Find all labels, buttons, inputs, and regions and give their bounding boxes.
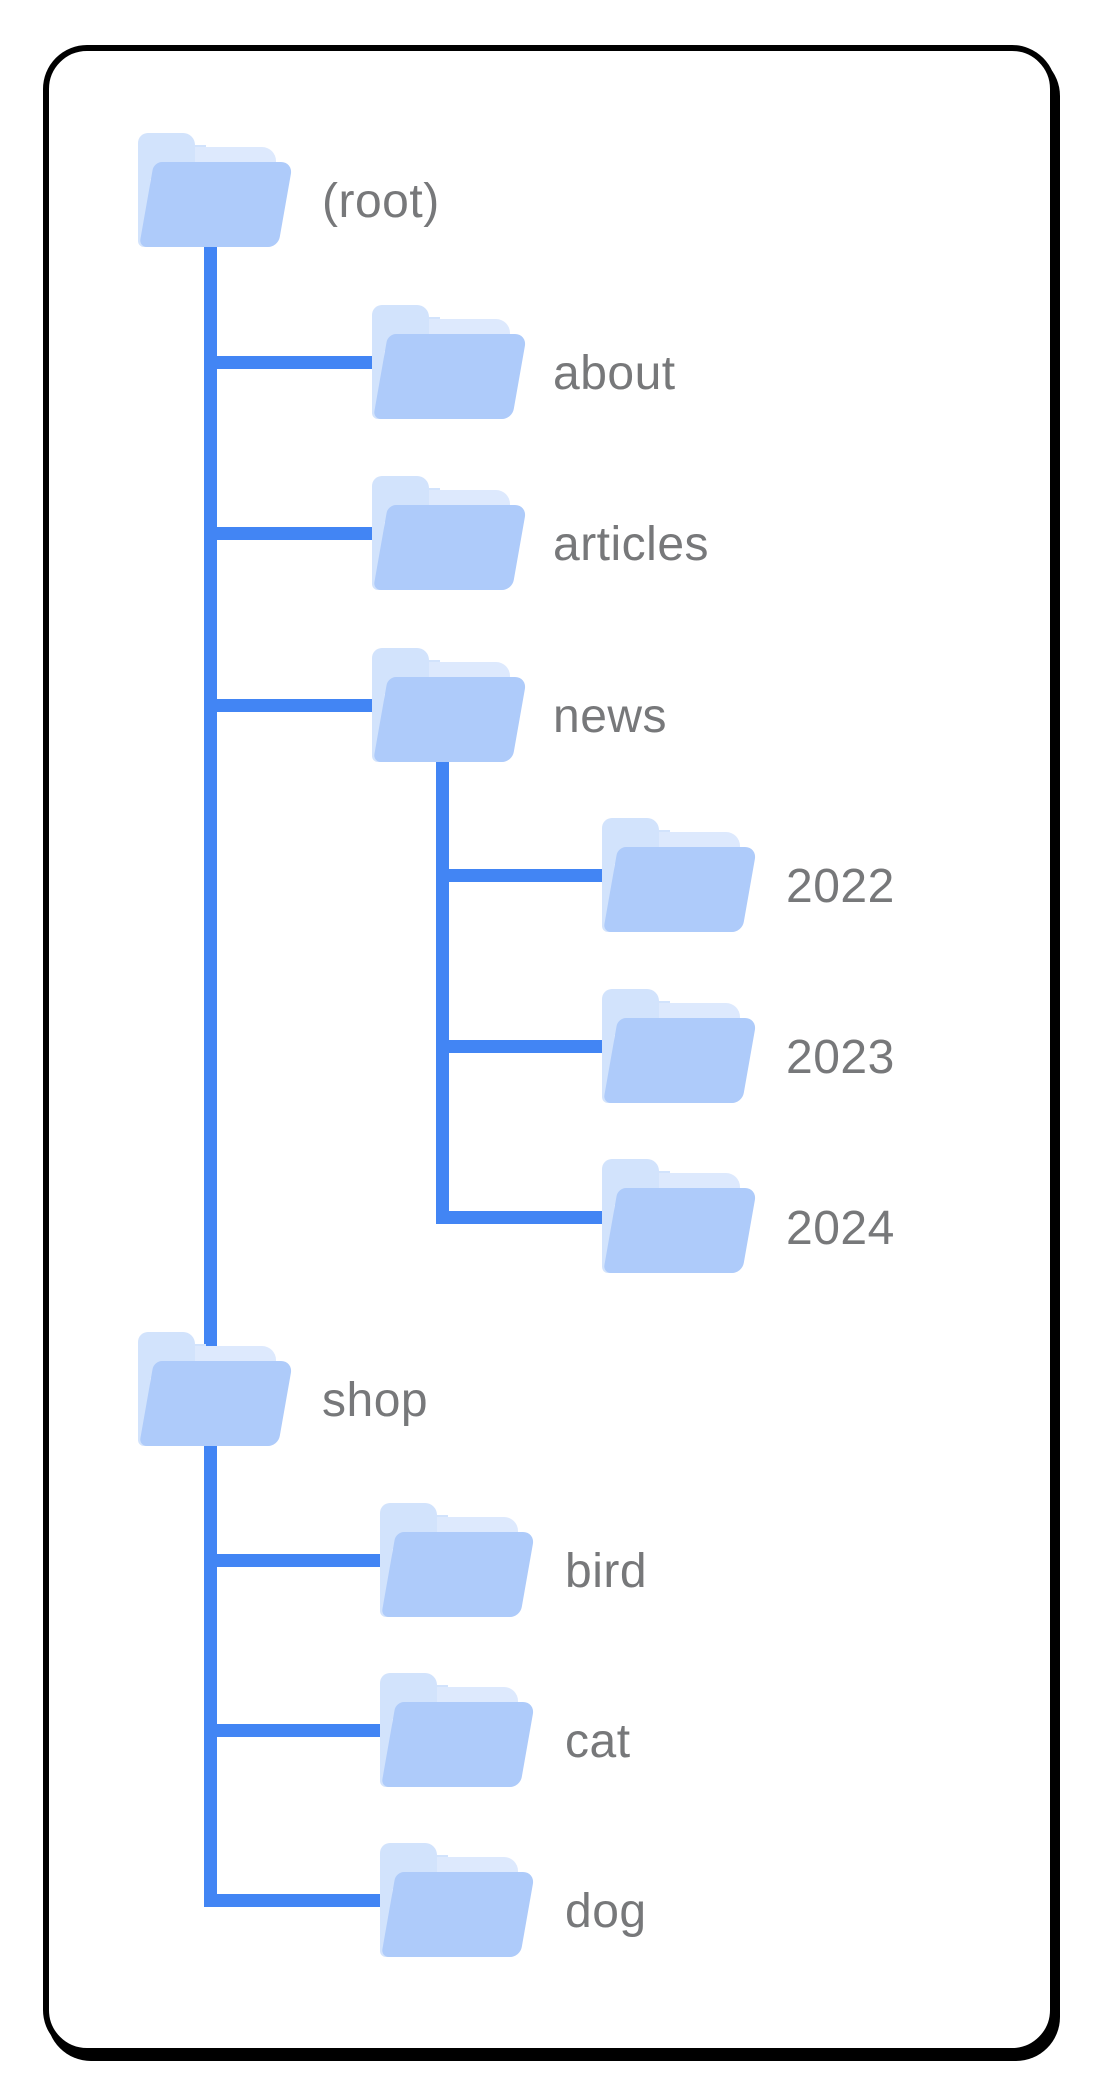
folder-front-shape <box>381 1702 535 1787</box>
folder-icon-articles <box>372 476 527 590</box>
branch-connector-2022 <box>436 869 631 882</box>
folder-icon-dog <box>380 1843 535 1957</box>
branch-connector-2024 <box>436 1211 631 1224</box>
node-label-dog: dog <box>565 1885 647 1938</box>
branch-connector-bird <box>204 1554 409 1567</box>
node-label-shop: shop <box>322 1374 429 1427</box>
folder-front-shape <box>139 162 293 247</box>
folder-icon-shop <box>138 1332 293 1446</box>
folder-front-shape <box>139 1361 293 1446</box>
root-trunk-connector <box>204 235 217 1907</box>
node-label-news: news <box>553 690 668 743</box>
node-label-2024: 2024 <box>786 1202 895 1255</box>
branch-connector-dog <box>204 1894 409 1907</box>
folder-front-shape <box>373 505 527 590</box>
node-label-about: about <box>553 347 676 400</box>
folder-front-shape <box>381 1872 535 1957</box>
folder-icon-2023 <box>602 989 757 1103</box>
folder-front-shape <box>373 334 527 419</box>
node-label-cat: cat <box>565 1715 631 1768</box>
folder-front-shape <box>603 1188 757 1273</box>
node-label-root: (root) <box>322 175 440 228</box>
folder-front-shape <box>603 847 757 932</box>
branch-connector-about <box>204 356 399 369</box>
node-label-2023: 2023 <box>786 1031 895 1084</box>
branch-connector-cat <box>204 1724 409 1737</box>
node-label-bird: bird <box>565 1545 648 1598</box>
folder-front-shape <box>381 1532 535 1617</box>
folder-icon-news <box>372 648 527 762</box>
folder-icon-root <box>138 133 293 247</box>
folder-icon-about <box>372 305 527 419</box>
node-label-articles: articles <box>553 518 710 571</box>
branch-connector-2023 <box>436 1040 631 1053</box>
node-label-2022: 2022 <box>786 860 895 913</box>
folder-icon-bird <box>380 1503 535 1617</box>
folder-icon-2022 <box>602 818 757 932</box>
folder-front-shape <box>373 677 527 762</box>
news-trunk-connector <box>436 752 449 1224</box>
branch-connector-articles <box>204 527 399 540</box>
folder-front-shape <box>603 1018 757 1103</box>
folder-icon-cat <box>380 1673 535 1787</box>
branch-connector-news <box>204 699 399 712</box>
folder-icon-2024 <box>602 1159 757 1273</box>
